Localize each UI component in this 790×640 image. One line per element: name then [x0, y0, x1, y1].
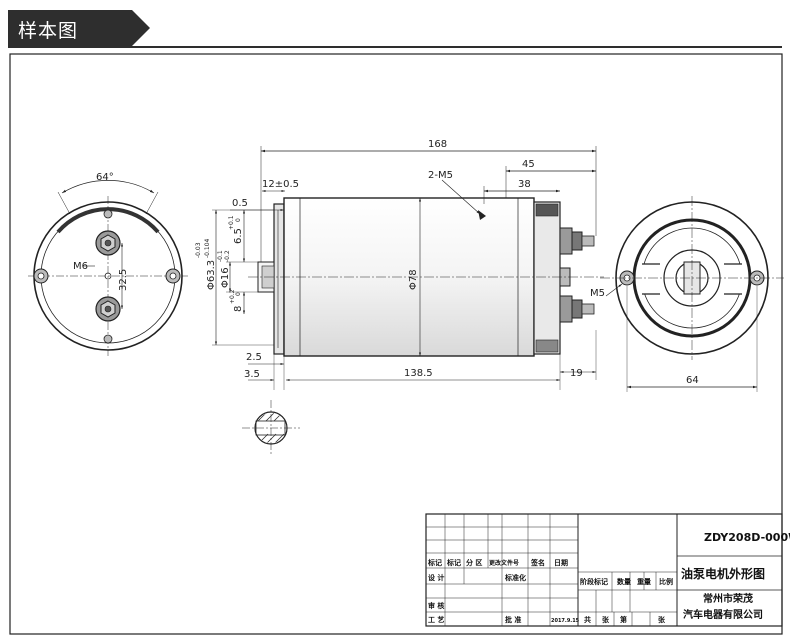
- tol-65-top: +0.1: [228, 215, 235, 230]
- drawing-number: ZDY208D-000WX: [704, 531, 790, 544]
- tol-phi63-top: -0.03: [195, 242, 202, 258]
- dim-64: 64: [686, 375, 699, 386]
- shaft-section-view: [242, 400, 300, 456]
- tol-8-top: +0.2: [229, 289, 236, 304]
- approve-date: 2017.9.15: [551, 618, 580, 624]
- header-count: 标记: [446, 558, 461, 567]
- tol-phi16-bot: -0.2: [224, 250, 231, 262]
- header-tab-arrow: [132, 10, 150, 46]
- rear-end-cap: [533, 201, 561, 355]
- label-thread-m5: M5: [590, 288, 605, 299]
- label-spacing-325: 32.5: [118, 269, 129, 291]
- company-line2: 汽车电器有限公司: [683, 608, 763, 621]
- dim-overall-168: 168: [428, 139, 447, 150]
- right-end-view: [600, 196, 784, 392]
- header-rule: [8, 46, 782, 48]
- drawing-name: 油泵电机外形图: [681, 566, 765, 581]
- dim-1385: 138.5: [404, 368, 433, 379]
- label-sheet: 张: [658, 615, 666, 624]
- header-tab: 样本图: [8, 10, 150, 46]
- label-check: 审 核: [428, 601, 444, 610]
- label-2m5: 2-M5: [428, 170, 453, 181]
- header-mark: 标记: [427, 558, 442, 567]
- header-docno: 更改文件号: [489, 559, 519, 567]
- side-view: [212, 146, 604, 390]
- dim-8: 8: [233, 306, 244, 312]
- header-date: 日期: [554, 558, 568, 567]
- label-stage-mark: 阶段标记: [580, 577, 608, 586]
- tol-phi16-top: -0.1: [217, 250, 224, 262]
- tol-65-bot: 0: [235, 218, 242, 222]
- label-thread-m6: M6: [73, 261, 88, 272]
- title-block: [425, 513, 783, 627]
- dim-12: 12±0.5: [262, 179, 299, 190]
- dim-phi63: Φ63.3: [206, 260, 217, 290]
- drawing-border: [9, 53, 783, 635]
- label-process: 工 艺: [428, 615, 444, 624]
- dim-35: 3.5: [244, 369, 260, 380]
- tol-8-bot: 0: [235, 292, 242, 296]
- dim-phi16: Φ16: [220, 267, 231, 288]
- dim-05: 0.5: [232, 198, 248, 209]
- label-angle-64: 64°: [96, 172, 114, 183]
- label-total: 共: [584, 615, 591, 624]
- label-sheets: 张: [602, 615, 610, 624]
- dim-25: 2.5: [246, 352, 262, 363]
- label-approve: 批 准: [505, 615, 521, 624]
- dim-19: 19: [570, 368, 583, 379]
- dim-38: 38: [518, 179, 531, 190]
- header-sign: 签名: [530, 558, 545, 567]
- label-quantity: 数量: [617, 577, 631, 586]
- tol-phi63-bot: -0.104: [204, 238, 211, 258]
- header-zone: 分 区: [466, 558, 482, 567]
- label-design: 设 计: [428, 573, 444, 582]
- company-line1: 常州市荣茂: [703, 592, 753, 605]
- label-weight: 重量: [637, 577, 651, 586]
- label-sheet-no: 第: [620, 615, 627, 624]
- front-flange: [273, 203, 285, 355]
- dim-45: 45: [522, 159, 535, 170]
- label-scale: 比例: [659, 577, 673, 586]
- upper-terminal: [559, 227, 595, 255]
- label-standardize: 标准化: [504, 573, 526, 582]
- left-end-view: [28, 180, 188, 356]
- header-title: 样本图: [18, 20, 79, 42]
- lower-terminal: [559, 295, 595, 323]
- dim-65: 6.5: [233, 228, 244, 244]
- dim-phi78: Φ78: [408, 269, 419, 290]
